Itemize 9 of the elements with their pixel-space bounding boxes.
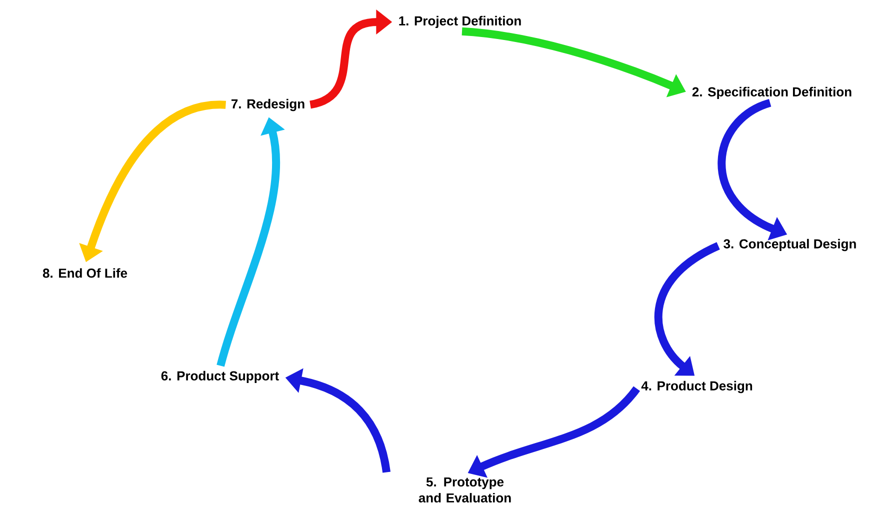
stage-label: 4. Product Design — [641, 380, 752, 394]
stage-label: 2. Specification Definition — [692, 86, 852, 100]
stage-label: 8. End Of Life — [42, 268, 128, 278]
stage-label: 7. Redesign — [231, 98, 304, 112]
stage-label: 3. Conceptual Design — [724, 238, 856, 252]
curved-arrow — [654, 242, 720, 376]
stage-label: 5. Prototype and Evaluation — [418, 477, 511, 503]
stage-label: 6. Product Support — [161, 370, 279, 384]
stage-label: 1. Project Definition — [399, 16, 521, 28]
